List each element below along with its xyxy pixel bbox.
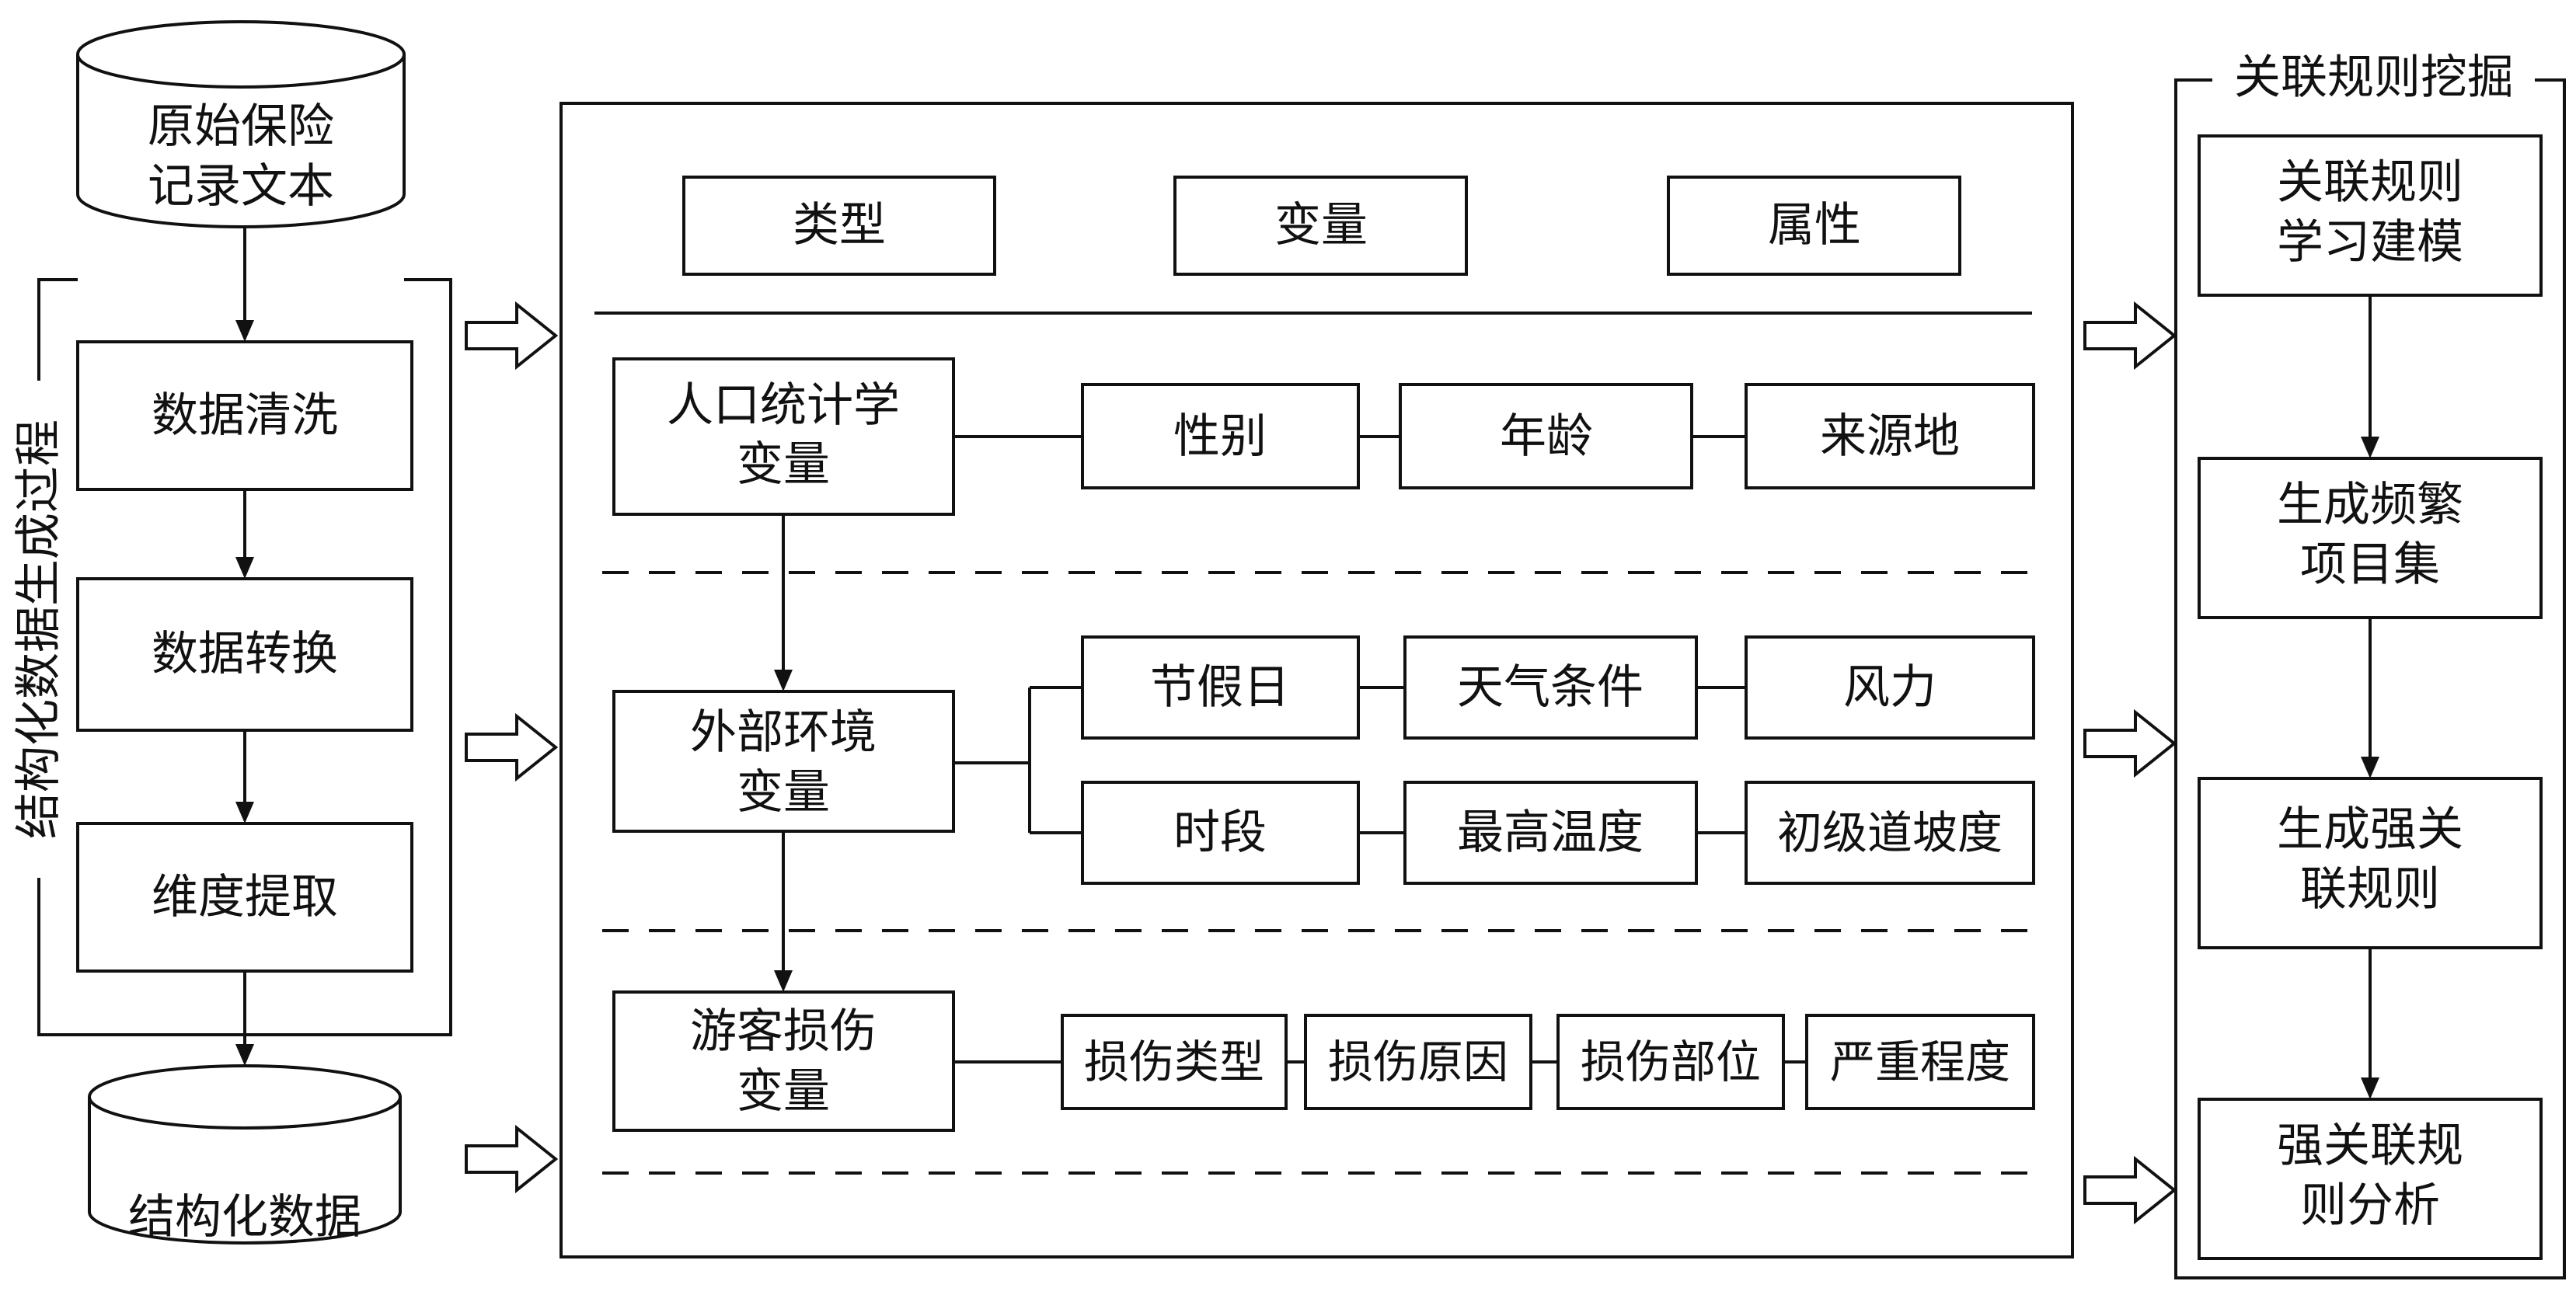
step-data-transform: 数据转换 — [76, 577, 413, 732]
strong-rules-line1: 生成强关 — [2277, 802, 2463, 857]
flow-arrow-4 — [2083, 301, 2177, 371]
source-label-line1: 原始保险 — [148, 99, 334, 154]
flow-arrow-6 — [2083, 1155, 2177, 1225]
injury-type-line2: 变量 — [737, 1064, 830, 1119]
step-strong-rules: 生成强关 联规则 — [2198, 777, 2543, 949]
header-type: 类型 — [682, 176, 996, 276]
header-type-label: 类型 — [793, 198, 886, 252]
attr-age: 年龄 — [1500, 409, 1593, 464]
step-data-cleaning-label: 数据清洗 — [152, 388, 338, 443]
arrowhead — [235, 1044, 254, 1066]
step-frequent-itemsets: 生成频繁 项目集 — [2198, 457, 2543, 619]
rule-modeling-line1: 关联规则 — [2277, 155, 2463, 210]
step-rule-analysis: 强关联规 则分析 — [2198, 1098, 2543, 1260]
attr-wind: 风力 — [1843, 660, 1936, 715]
attr-gender: 性别 — [1173, 409, 1267, 464]
attr-injury-location: 损伤部位 — [1581, 1036, 1761, 1088]
output-label: 结构化数据 — [128, 1190, 361, 1245]
arrowhead — [774, 970, 793, 992]
arrowhead — [235, 557, 254, 579]
arrowhead — [774, 670, 793, 691]
step-dimension-extract: 维度提取 — [76, 822, 413, 973]
structured-process-title: 结构化数据生成过程 — [12, 419, 66, 839]
environment-type-line1: 外部环境 — [690, 705, 877, 760]
attr-injury-cause: 损伤原因 — [1328, 1036, 1508, 1088]
left-column: 原始保险 记录文本 结构化数据生成过程 数据清洗 数据转换 维度提取 结构化数据 — [12, 20, 452, 1245]
attr-injury-type: 损伤类型 — [1084, 1036, 1264, 1088]
flow-arrow-3 — [465, 1124, 559, 1194]
flow-arrow-2 — [465, 712, 559, 782]
attr-weather: 天气条件 — [1457, 660, 1644, 715]
header-attribute-label: 属性 — [1768, 198, 1861, 252]
frequent-itemsets-line2: 项目集 — [2300, 538, 2440, 592]
arrowhead — [2361, 757, 2379, 778]
source-label-line2: 记录文本 — [148, 159, 334, 214]
rule-analysis-line1: 强关联规 — [2277, 1119, 2463, 1173]
source-database-cylinder: 原始保险 记录文本 — [76, 20, 406, 228]
association-mining-bracket — [2174, 78, 2566, 1279]
group-demographics: 人口统计学 变量 性别 年龄 来源地 — [612, 357, 2035, 516]
step-dimension-extract-label: 维度提取 — [152, 870, 338, 924]
demographics-type-line2: 变量 — [737, 437, 830, 492]
step-data-cleaning: 数据清洗 — [76, 340, 413, 491]
output-database-cylinder: 结构化数据 — [88, 1064, 402, 1245]
association-mining-title: 关联规则挖掘 — [2234, 50, 2514, 105]
header-variable: 变量 — [1173, 176, 1468, 276]
environment-type-line2: 变量 — [737, 765, 830, 820]
step-data-transform-label: 数据转换 — [152, 627, 338, 681]
arrowhead — [235, 802, 254, 823]
header-attribute: 属性 — [1667, 176, 1961, 276]
attr-holiday: 节假日 — [1150, 660, 1290, 715]
right-column: 关联规则挖掘 关联规则 学习建模 生成频繁 项目集 生成强关 联规则 强关联规 … — [2174, 50, 2566, 1279]
demographics-type-line1: 人口统计学 — [667, 378, 900, 433]
flow-arrow-1 — [465, 301, 559, 371]
attr-origin: 来源地 — [1820, 409, 1960, 464]
flow-arrow-5 — [2083, 708, 2177, 778]
attr-time-period: 时段 — [1173, 806, 1267, 860]
strong-rules-line2: 联规则 — [2300, 862, 2440, 917]
hollow-arrows-left — [465, 301, 559, 1194]
rule-modeling-line2: 学习建模 — [2277, 215, 2463, 270]
hollow-arrows-right — [2083, 301, 2177, 1225]
group-injury: 游客损伤 变量 损伤类型 损伤原因 损伤部位 严重程度 — [612, 990, 2035, 1132]
arrowhead — [2361, 1077, 2379, 1099]
group-environment: 外部环境 变量 节假日 天气条件 风力 时段 最高温度 初级道坡度 — [612, 635, 2035, 885]
attr-severity: 严重程度 — [1830, 1036, 2010, 1088]
rule-analysis-line2: 则分析 — [2300, 1178, 2440, 1233]
frequent-itemsets-line1: 生成频繁 — [2277, 478, 2463, 532]
arrowhead — [2361, 437, 2379, 458]
attr-max-temp: 最高温度 — [1457, 806, 1644, 860]
step-rule-modeling: 关联规则 学习建模 — [2198, 134, 2543, 297]
arrowhead — [235, 320, 254, 342]
header-variable-label: 变量 — [1274, 198, 1368, 252]
injury-type-line1: 游客损伤 — [690, 1004, 877, 1059]
attr-slope: 初级道坡度 — [1777, 806, 2003, 859]
variable-panel: 类型 变量 属性 人口统计学 变量 性别 年龄 来源地 — [559, 102, 2074, 1258]
